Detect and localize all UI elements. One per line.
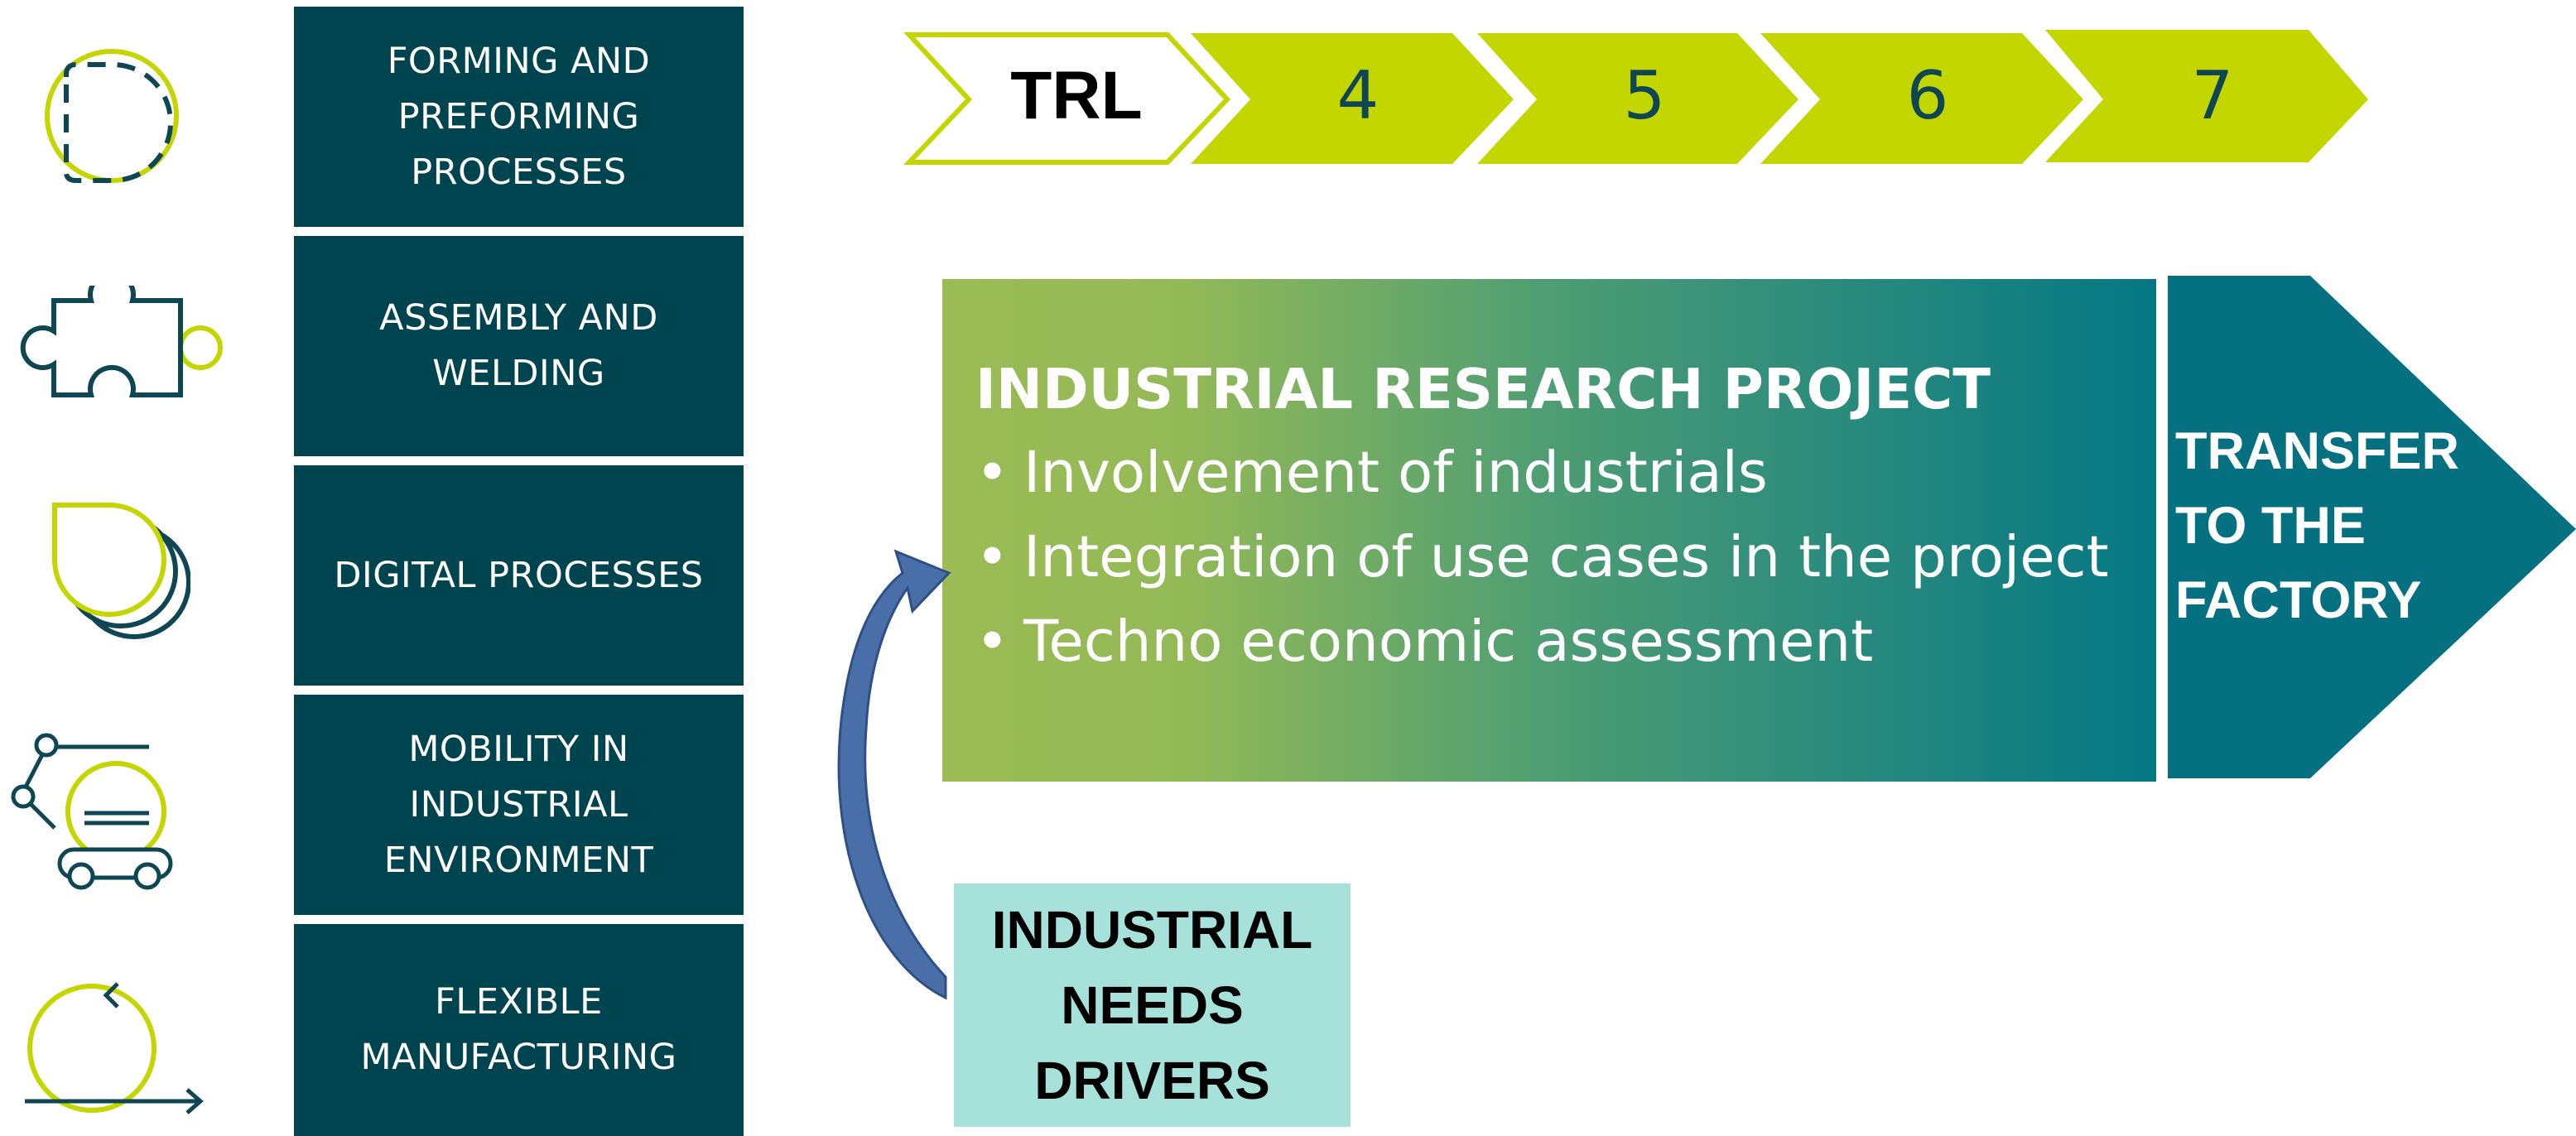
project-bullet: •Involvement of industrials [975,440,1768,506]
process-box-mobility: MOBILITY IN INDUSTRIAL ENVIRONMENT [294,695,744,915]
project-bullet-text: Involvement of industrials [1023,440,1768,506]
process-box-flexible: FLEXIBLE MANUFACTURING [294,924,744,1136]
robot-arm-vehicle-icon [8,720,174,894]
project-panel [942,279,2156,782]
trl-level-6: 6 [1906,57,1949,134]
overlapping-shapes-icon [41,489,190,654]
process-label: DIGITAL PROCESSES [334,554,704,596]
trl-label: TRL [1010,58,1143,133]
project-bullet: •Integration of use cases in the project [975,524,2109,590]
project-bullet: •Techno economic assessment [975,609,1874,675]
project-content: INDUSTRIAL RESEARCH PROJECT •Involvement… [975,348,2151,684]
curved-arrow [837,549,951,1000]
project-graphic [942,276,2576,782]
circle-dashed-icon [33,33,190,199]
cycle-arrow-icon [17,977,215,1126]
transfer-label: TRANSFER TO THE FACTORY [2175,422,2459,629]
trl-level-5: 5 [1623,57,1666,134]
trl-chevron-5 [1477,33,1798,164]
process-label: MOBILITY IN INDUSTRIAL ENVIRONMENT [383,728,654,881]
transfer-arrow [2168,276,2576,778]
industrial-needs-label: INDUSTRIAL NEEDS DRIVERS [991,899,1313,1110]
process-box-assembly: ASSEMBLY AND WELDING [294,236,744,456]
project-bullet-text: Integration of use cases in the project [1023,524,2109,590]
process-label: FLEXIBLE MANUFACTURING [360,981,677,1078]
process-box-forming: FORMING AND PREFORMING PROCESSES [294,7,744,227]
trl-chevron-outline [903,32,1231,165]
puzzle-piece-icon [8,286,232,410]
project-title: INDUSTRIAL RESEARCH PROJECT [975,357,1991,421]
trl-chevron-7 [2045,30,2368,162]
process-label: ASSEMBLY AND WELDING [379,297,658,394]
trl-level-7: 7 [2191,57,2234,134]
trl-chevron-4 [1191,33,1514,164]
trl-chevron-row [903,30,2368,165]
industrial-needs-box: INDUSTRIAL NEEDS DRIVERS [954,883,1351,1127]
process-label: FORMING AND PREFORMING PROCESSES [387,40,651,193]
trl-level-4: 4 [1336,57,1379,134]
trl-chevron-6 [1760,33,2083,164]
project-bullet-text: Techno economic assessment [1023,609,1874,675]
process-box-digital: DIGITAL PROCESSES [294,465,744,686]
